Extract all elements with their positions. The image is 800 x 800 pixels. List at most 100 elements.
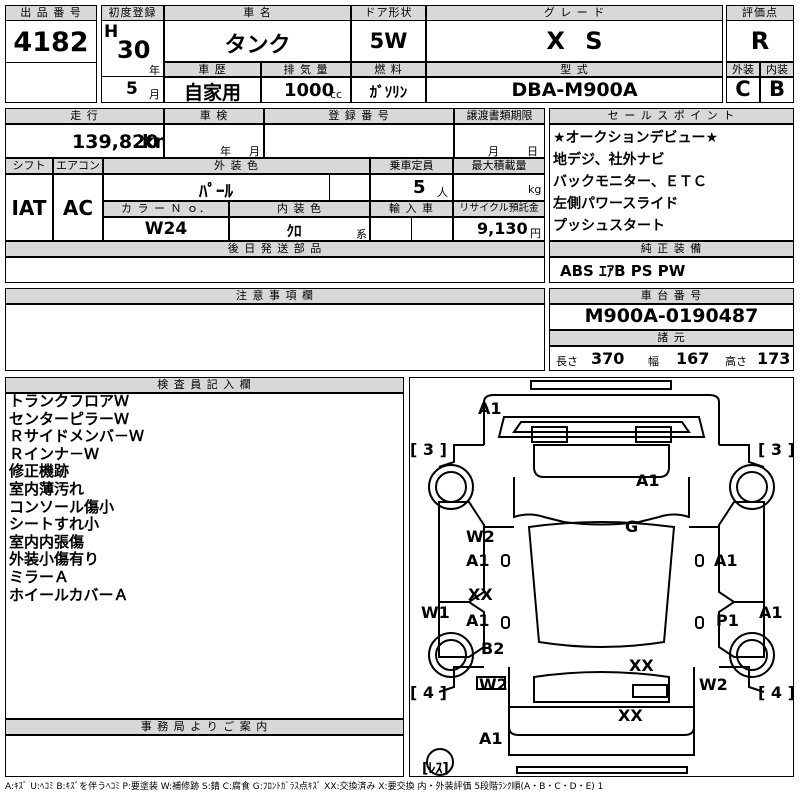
inspector-note-item: ホイールカバーＡ: [9, 585, 129, 604]
damage-mark: P1: [716, 611, 739, 630]
month-unit: 月: [149, 88, 160, 101]
equipment-box: [549, 257, 794, 283]
exterior-box: [726, 77, 760, 103]
rear-window: [533, 671, 670, 703]
inspector-note-item: コンソール傷小: [9, 497, 115, 516]
inspector-note-item: 室内内張傷: [9, 532, 85, 551]
car-name: タンク: [224, 33, 291, 58]
first-reg-label: 初度登録: [101, 5, 164, 21]
fuel-value: ｶﾞｿﾘﾝ: [369, 83, 408, 101]
chassis-value: M900A-0190487: [584, 305, 759, 327]
length-label: 長さ: [556, 355, 578, 368]
ac-label: エアコン: [53, 158, 103, 174]
car-diagram: [426, 380, 775, 776]
ac-value: AC: [62, 196, 94, 220]
front-right-tire: [729, 464, 775, 510]
roof-panel: [527, 521, 676, 648]
inspection-label: 車 検: [164, 108, 264, 124]
history-label: 車 歴: [164, 62, 261, 77]
left-headlight-shape: [531, 426, 568, 443]
dims-box: [549, 346, 794, 371]
interior-box: [760, 77, 794, 103]
ext-color-value: ﾊﾟｰﾙ: [199, 182, 233, 202]
damage-mark: XX: [618, 706, 643, 725]
color-no-label: カ ラ ー Ｎ ｏ．: [103, 201, 229, 217]
mileage-value: 139,820: [72, 131, 159, 153]
door-value: 5W: [369, 29, 408, 53]
damage-mark: W2: [466, 527, 495, 546]
fuel-box: [351, 77, 426, 103]
capacity-label: 乗車定員: [370, 158, 453, 174]
mileage-label: 走 行: [5, 108, 164, 124]
chassis-label: 車 台 番 号: [549, 288, 794, 304]
windshield: [533, 444, 670, 478]
shift-box: [5, 174, 53, 241]
sales-points-box: [549, 124, 794, 241]
transfer-day-unit: 日: [527, 145, 538, 158]
front-right-hub: [736, 471, 768, 503]
history-box: [164, 77, 261, 103]
sales-point-item: 地デジ、社外ナビ: [553, 152, 665, 168]
transfer-month-unit: 月: [488, 145, 499, 158]
lot-box: [5, 5, 97, 103]
max-load-unit: kg: [528, 183, 542, 196]
lot-divider: [5, 62, 97, 63]
office-box: [5, 735, 404, 777]
inspector-note-item: Ｒサイドメンバ－Ｗ: [9, 427, 145, 446]
rear-right-hub: [736, 639, 768, 671]
model-box: [426, 77, 723, 103]
damage-mark: W2: [479, 675, 508, 694]
int-color-box: [229, 217, 370, 241]
chassis-box: [549, 304, 794, 330]
front-bumper-shape: [530, 380, 672, 390]
color-no-value: W24: [144, 219, 188, 239]
damage-mark: A1: [466, 611, 490, 630]
car-outline: [426, 380, 775, 776]
damage-mark: A1: [636, 471, 660, 490]
damage-mark: B2: [481, 639, 505, 658]
inspector-note-item: センターピラーＷ: [9, 409, 130, 428]
sales-point-item: 左側パワースライド: [553, 196, 679, 212]
tire-bracket-rear-left: [ 4 ]: [410, 683, 447, 702]
model-label: 型 式: [426, 62, 723, 77]
right-headlight-shape: [635, 426, 672, 443]
score-value: R: [750, 27, 770, 55]
tire-bracket-front-right: [ 3 ]: [758, 440, 795, 459]
mileage-box: [5, 124, 164, 158]
left-taillight: [476, 676, 506, 690]
displacement-value: 1000: [284, 80, 335, 101]
hood-front-outline: [483, 394, 720, 445]
spare-tire-label: [ﾚｽ]: [422, 761, 449, 777]
ext-color-box: [103, 174, 370, 201]
inspector-note-item: 外装小傷有り: [9, 550, 100, 569]
displacement-unit: cc: [330, 88, 343, 101]
recycle-label: リサイクル預託金: [453, 201, 545, 217]
recycle-value: 9,130: [477, 219, 528, 238]
ext-color-divider: [329, 174, 330, 201]
history-value: 自家用: [183, 82, 241, 104]
rear-gate: [508, 706, 695, 756]
ac-box: [53, 174, 103, 241]
reg-month: 5: [126, 79, 138, 99]
damage-mark: W2: [699, 675, 728, 694]
transfer-label: 譲渡書類期限: [454, 108, 545, 124]
damage-mark: A1: [479, 729, 503, 748]
damage-mark: XX: [468, 585, 493, 604]
sales-point-item: プッシュスタート: [553, 218, 665, 234]
left-rear-handle: [501, 616, 510, 629]
max-load-label: 最大積載量: [453, 158, 545, 174]
tire-bracket-front-left: [ 3 ]: [410, 440, 447, 459]
int-color-suffix: 系: [356, 228, 367, 241]
first-reg-box: [101, 5, 164, 103]
inspector-note-item: シートすれ小: [9, 515, 100, 534]
interior-value: B: [768, 77, 785, 101]
spare-tire: [426, 748, 454, 776]
later-parts-label: 後 日 発 送 部 品: [5, 241, 545, 257]
lot-label: 出 品 番 号: [5, 5, 97, 21]
inspector-box: [5, 393, 404, 719]
damage-mark: A1: [478, 399, 502, 418]
damage-mark: A1: [714, 551, 738, 570]
car-name-label: 車 名: [164, 5, 351, 21]
left-rear-door: [438, 601, 485, 658]
equipment-value: ABS ｴｱB PS PW: [560, 262, 686, 280]
